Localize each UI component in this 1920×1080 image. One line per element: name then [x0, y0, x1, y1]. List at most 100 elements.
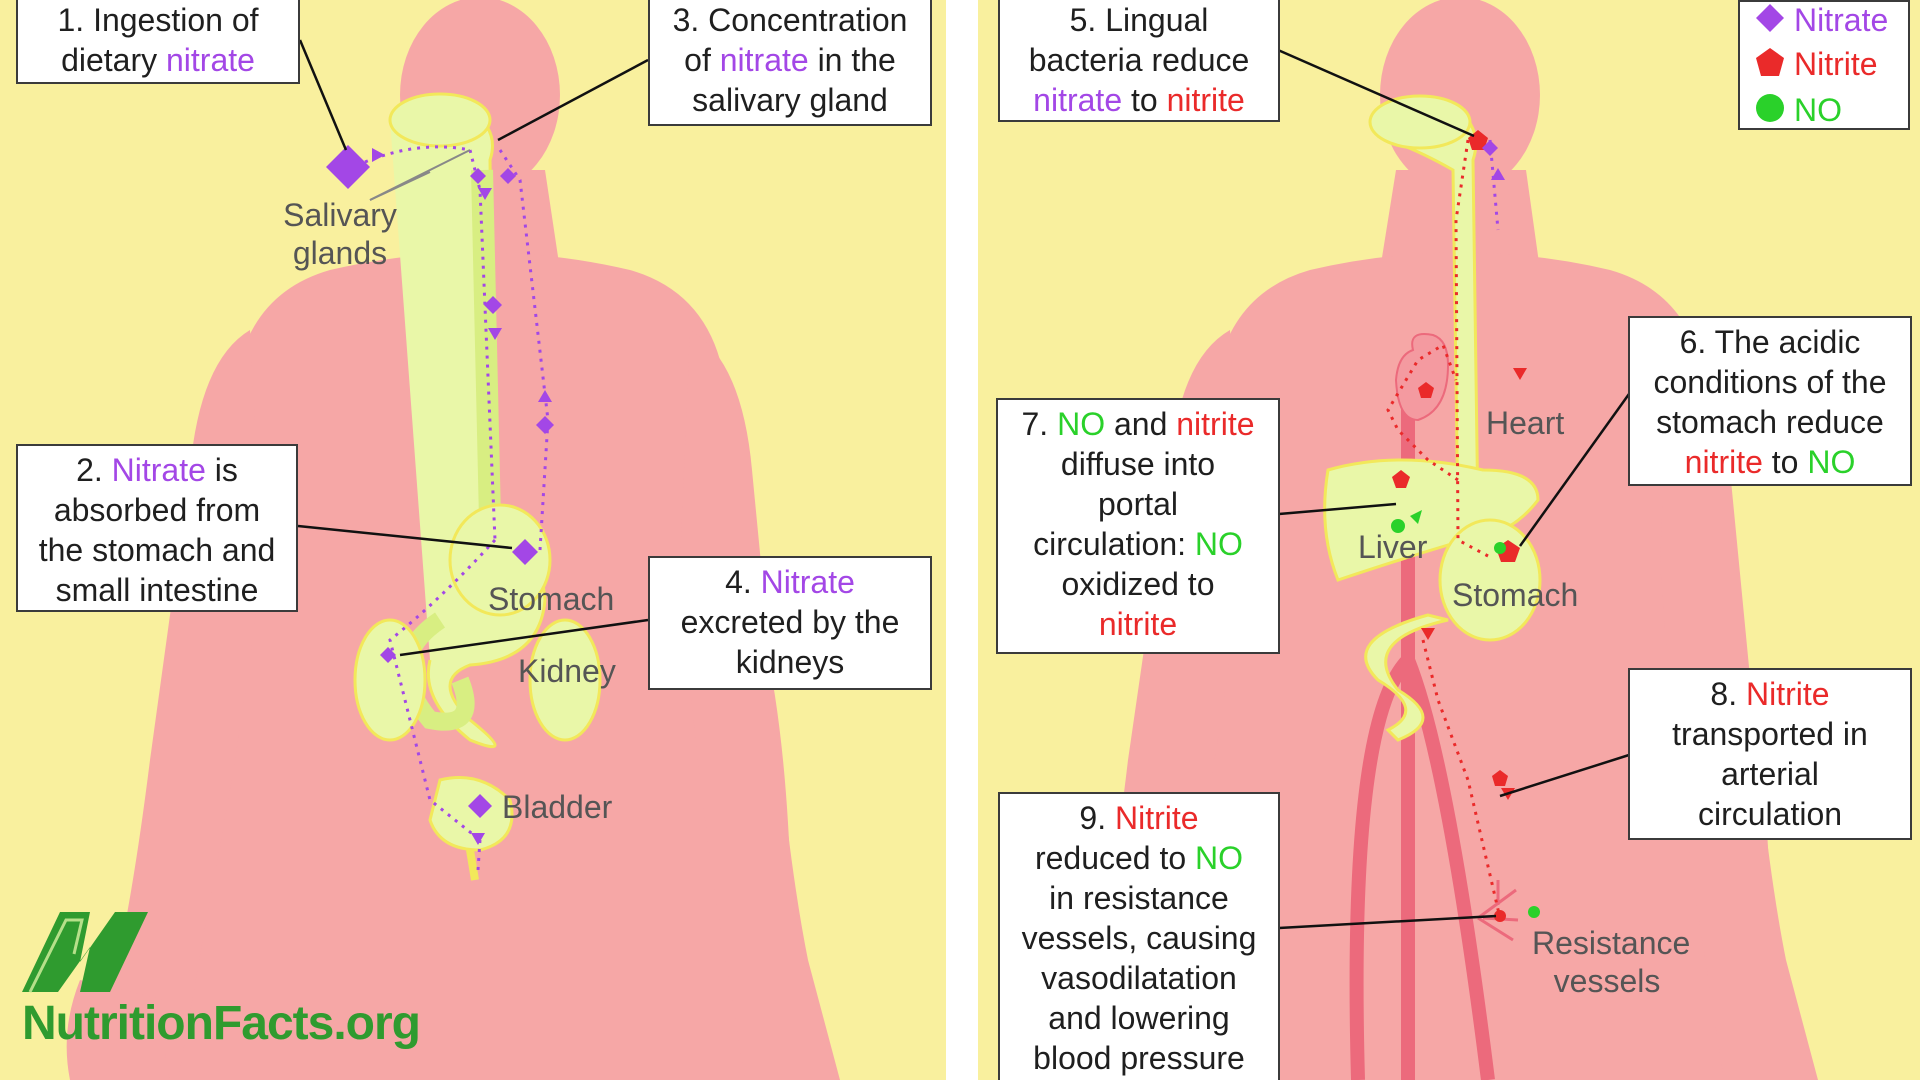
- arrow-icon: [372, 148, 385, 162]
- legend: Nitrate Nitrite NO: [1738, 0, 1910, 130]
- step6-line: 6. The acidic: [1636, 322, 1904, 362]
- label-bladder: Bladder: [502, 789, 613, 825]
- callout-text: to: [1122, 82, 1167, 118]
- term-nitrate: Nitrate: [111, 452, 206, 488]
- callout-text: vessels, causing: [1021, 920, 1257, 956]
- callout-text: 8.: [1710, 676, 1746, 712]
- callout-text: stomach reduce: [1656, 404, 1884, 440]
- arrow-icon: [471, 833, 485, 845]
- step8-line: circulation: [1636, 794, 1904, 834]
- callout-text: small intestine: [55, 572, 259, 608]
- callout-text: 7.: [1021, 406, 1058, 442]
- arrow-icon: [538, 390, 552, 402]
- step5-line: 5. Lingual: [1006, 0, 1272, 40]
- callout-text: bacteria reduce: [1028, 42, 1250, 78]
- label-salivary-line2: glands: [292, 235, 388, 271]
- callout-text: 1. Ingestion of: [57, 2, 259, 38]
- callout-text: vasodilatation: [1041, 960, 1237, 996]
- right-organs: [1323, 94, 1542, 742]
- left-nitrate-paths: [364, 145, 550, 871]
- callout-text: 2.: [76, 452, 112, 488]
- term-no: NO: [1057, 406, 1106, 442]
- panel-divider: [946, 0, 978, 1080]
- logo-text[interactable]: NutritionFacts.org: [22, 997, 421, 1050]
- legend-label-no: NO: [1794, 92, 1842, 128]
- right-nitrite-paths: [1386, 139, 1502, 919]
- term-nitrate: nitrate: [719, 42, 809, 78]
- step9-line: in resistance: [1006, 878, 1272, 918]
- nitrite-pentagon-icon: [1418, 382, 1434, 398]
- right-nitrate-markers: [1482, 140, 1505, 180]
- no-circle-icon: [1756, 94, 1784, 122]
- callout-text: of: [684, 42, 720, 78]
- step9-line: and lowering: [1006, 998, 1272, 1038]
- label-resistance-line1: Resistance: [1532, 925, 1691, 961]
- step9-line: reduced to NO: [1006, 838, 1272, 878]
- term-nitrate: nitrate: [1033, 82, 1123, 118]
- nutritionfacts-logo-icon: [22, 912, 148, 993]
- nitrate-diamond-icon: [1482, 140, 1498, 156]
- salivary-pointer-lines: [369, 149, 471, 201]
- nitrate-diamond-icon: [380, 647, 396, 663]
- legend-label-nitrite: Nitrite: [1794, 46, 1878, 82]
- term-no: NO: [1807, 444, 1856, 480]
- step7-line: diffuse into: [1004, 444, 1272, 484]
- step7-line: circulation: NO: [1004, 524, 1272, 564]
- nitrate-diamond-icon: [500, 168, 516, 184]
- callout-text: arterial: [1721, 756, 1819, 792]
- step2-line: 2. Nitrate is: [24, 450, 290, 490]
- callout-text: reduced to: [1034, 840, 1196, 876]
- callout-text: 6. The acidic: [1679, 324, 1861, 360]
- step8-line: transported in: [1636, 714, 1904, 754]
- callout-text: 5. Lingual: [1069, 2, 1209, 38]
- arrow-icon: [1421, 628, 1435, 640]
- step9-line: vessels, causing: [1006, 918, 1272, 958]
- nitrite-pentagon-icon: [1392, 470, 1410, 488]
- nitrate-diamond-icon: [1756, 4, 1784, 32]
- arrow-icon: [1491, 168, 1505, 180]
- callout-text: dietary: [61, 42, 166, 78]
- callout-text: in resistance: [1049, 880, 1229, 916]
- step5-line: nitrate to nitrite: [1006, 80, 1272, 120]
- term-no: NO: [1194, 526, 1243, 562]
- legend-item-no: NO: [1754, 88, 1842, 132]
- arrow-icon: [478, 188, 492, 200]
- nitrite-pentagon-icon: [1756, 48, 1784, 76]
- callout-text: excreted by the: [680, 604, 900, 640]
- step7-line: nitrite: [1004, 604, 1272, 644]
- callout-text: and lowering: [1048, 1000, 1230, 1036]
- step2-line: small intestine: [24, 570, 290, 610]
- right-leader-lines: [1277, 48, 1631, 930]
- term-no: NO: [1195, 840, 1244, 876]
- nitrate-diamond-icon: [468, 794, 492, 818]
- callout-text: is: [205, 452, 238, 488]
- no-circle-icon: [1391, 519, 1405, 533]
- label-heart: Heart: [1486, 405, 1565, 441]
- callout-text: circulation: [1697, 796, 1843, 832]
- nitrate-diamond-icon: [536, 416, 554, 434]
- term-nitrite: Nitrite: [1115, 800, 1199, 836]
- callout-text: 3. Concentration: [672, 2, 908, 38]
- right-nitrate-path: [1488, 139, 1500, 231]
- callout-text: 9.: [1079, 800, 1115, 836]
- term-nitrite: nitrite: [1176, 406, 1255, 442]
- legend-label-nitrate: Nitrate: [1794, 2, 1889, 38]
- term-nitrite: nitrite: [1098, 606, 1178, 642]
- callout-text: absorbed from: [53, 492, 261, 528]
- step1-line: dietary nitrate: [24, 40, 292, 80]
- callout-text: in the: [808, 42, 896, 78]
- step4-line: kidneys: [656, 642, 924, 682]
- arrow-icon: [1513, 368, 1527, 380]
- callout-text: transported in: [1672, 716, 1868, 752]
- step3-line: salivary gland: [656, 80, 924, 120]
- step8-line: 8. Nitrite: [1636, 674, 1904, 714]
